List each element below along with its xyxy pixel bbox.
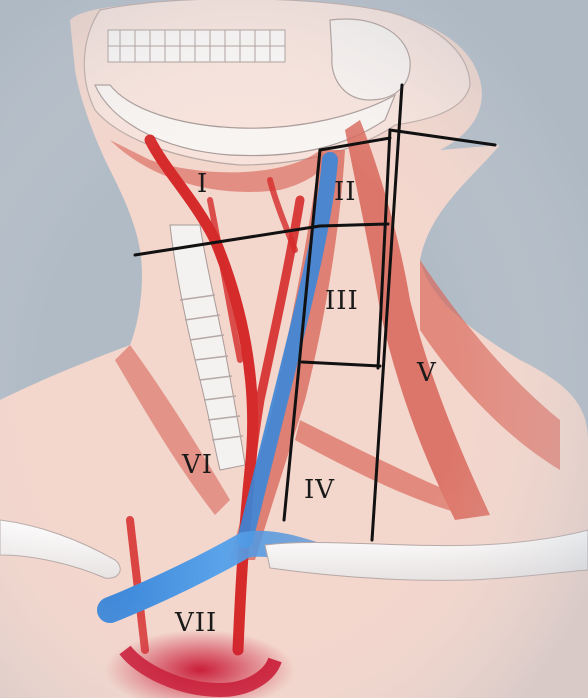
level-iv-label: IV xyxy=(304,477,335,503)
level-iii-label: III xyxy=(325,288,359,314)
level-v-label: V xyxy=(417,360,437,386)
level-i-label: I xyxy=(197,171,208,197)
line-ii-iii-boundary xyxy=(320,224,388,226)
level-vii-label: VII xyxy=(175,610,217,636)
level-vi-label: VI xyxy=(182,452,213,478)
level-ii-label: II xyxy=(334,179,357,205)
